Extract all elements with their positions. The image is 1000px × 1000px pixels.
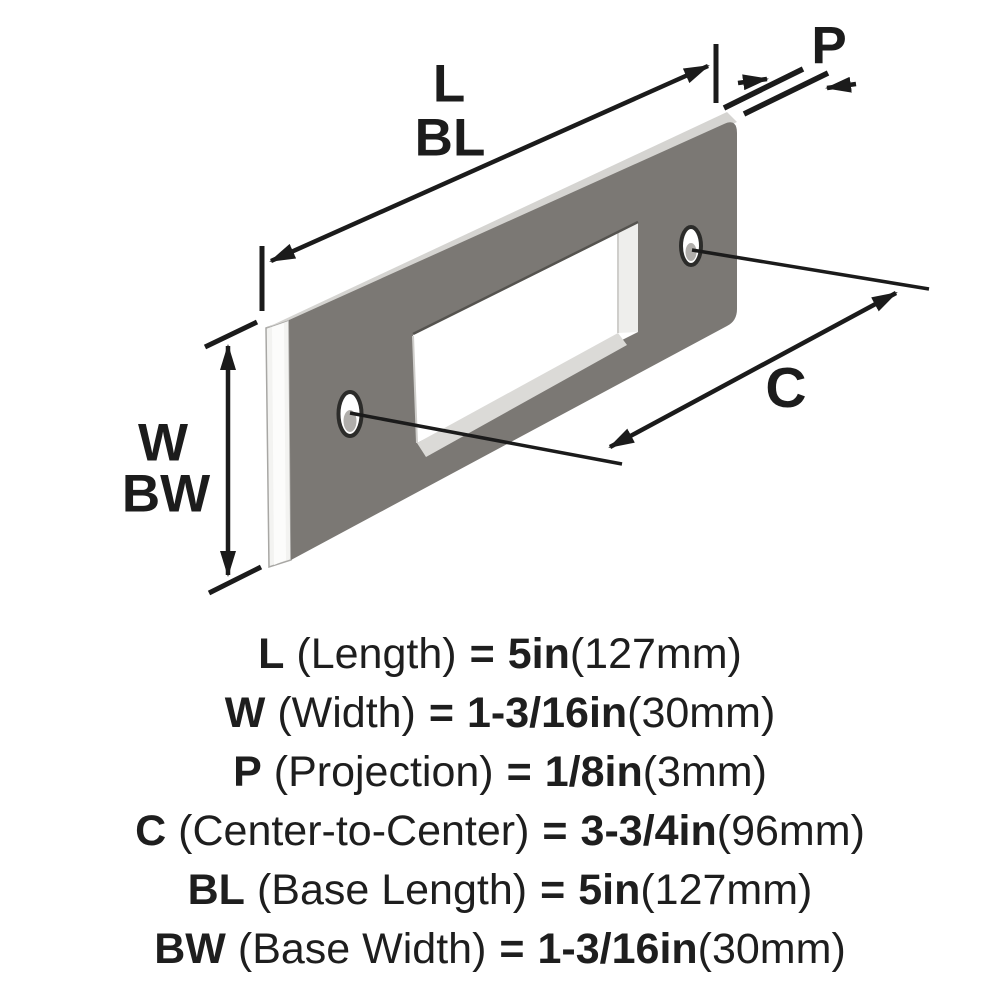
label-width: W	[138, 414, 188, 473]
legend-equals: =	[469, 630, 495, 678]
legend-equals: =	[506, 748, 532, 796]
cutout-inner-right-wall	[618, 222, 638, 333]
dimension-legend: L (Length) = 5in (127mm) W (Width) = 1-3…	[0, 625, 1000, 979]
legend-metric: (127mm)	[640, 866, 813, 914]
legend-metric: (96mm)	[716, 807, 865, 855]
legend-value: 5in	[507, 630, 570, 678]
label-center-to-center: C	[765, 356, 806, 420]
label-projection: P	[811, 17, 846, 76]
dimension-width: W BW	[122, 319, 263, 596]
legend-equals: =	[428, 689, 455, 737]
legend-value: 3-3/4in	[580, 807, 717, 855]
dimension-projection: P	[722, 17, 857, 117]
legend-code: L	[258, 630, 285, 678]
legend-name: (Length)	[296, 630, 457, 678]
legend-value: 1/8in	[544, 748, 643, 796]
legend-metric: (127mm)	[569, 630, 742, 678]
label-length: L	[433, 55, 465, 114]
label-base-length: BL	[415, 109, 486, 168]
right-screw-hole	[679, 225, 703, 267]
legend-row-center-to-center: C (Center-to-Center) = 3-3/4in (96mm)	[0, 802, 1000, 861]
legend-equals: =	[540, 866, 566, 914]
legend-row-projection: P (Projection) = 1/8in (3mm)	[0, 743, 1000, 802]
legend-code: BW	[154, 925, 226, 973]
legend-metric: (3mm)	[642, 748, 767, 796]
legend-equals: =	[542, 807, 568, 855]
legend-metric: (30mm)	[627, 689, 776, 737]
legend-equals: =	[499, 925, 525, 973]
legend-row-base-width: BW (Base Width) = 1-3/16in (30mm)	[0, 920, 1000, 979]
legend-value: 1-3/16in	[467, 689, 628, 737]
legend-name: (Base Length)	[256, 866, 528, 914]
legend-name: (Projection)	[273, 748, 494, 796]
cutout-inner-bottom-face	[417, 333, 627, 457]
dimension-center-to-center: C	[349, 248, 930, 466]
legend-row-base-length: BL (Base Length) = 5in (127mm)	[0, 861, 1000, 920]
legend-value: 5in	[578, 866, 641, 914]
legend-code: C	[135, 807, 167, 855]
legend-name: (Width)	[277, 689, 416, 737]
dimension-length: L BL	[259, 44, 719, 311]
legend-value: 1-3/16in	[537, 925, 698, 973]
legend-code: W	[224, 689, 266, 737]
plate-left-side-highlight	[272, 323, 286, 565]
cutout-opening	[413, 222, 638, 443]
label-base-width: BW	[122, 465, 210, 524]
legend-name: (Base Width)	[237, 925, 487, 973]
left-screw-hole-shade	[343, 410, 357, 432]
legend-code: BL	[187, 866, 245, 914]
legend-code: P	[233, 748, 262, 796]
legend-metric: (30mm)	[697, 925, 846, 973]
legend-row-width: W (Width) = 1-3/16in (30mm)	[0, 684, 1000, 743]
legend-name: (Center-to-Center)	[178, 807, 530, 855]
legend-row-length: L (Length) = 5in (127mm)	[0, 625, 1000, 684]
